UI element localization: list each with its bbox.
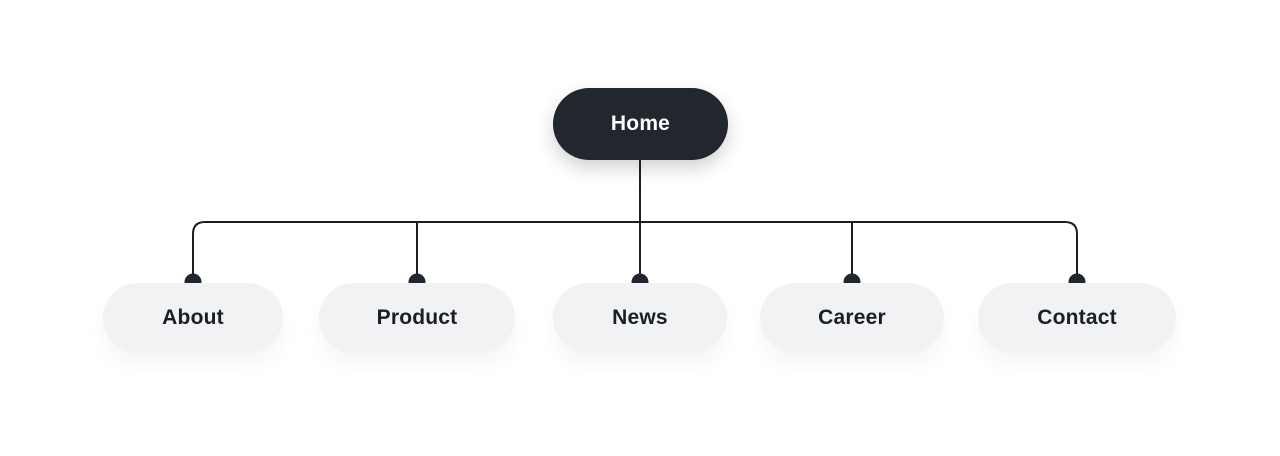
node-product[interactable]: Product [319,283,515,353]
node-contact-label: Contact [1037,306,1117,329]
node-news[interactable]: News [553,283,727,353]
node-product-label: Product [376,306,458,329]
node-home[interactable]: Home [553,88,728,160]
node-career-label: Career [818,306,886,329]
node-home-label: Home [610,112,671,135]
node-career[interactable]: Career [760,283,944,353]
connector-bus [192,221,1078,282]
node-about[interactable]: About [103,283,283,353]
node-contact[interactable]: Contact [978,283,1176,353]
node-news-label: News [612,306,668,329]
node-about-label: About [162,306,224,329]
